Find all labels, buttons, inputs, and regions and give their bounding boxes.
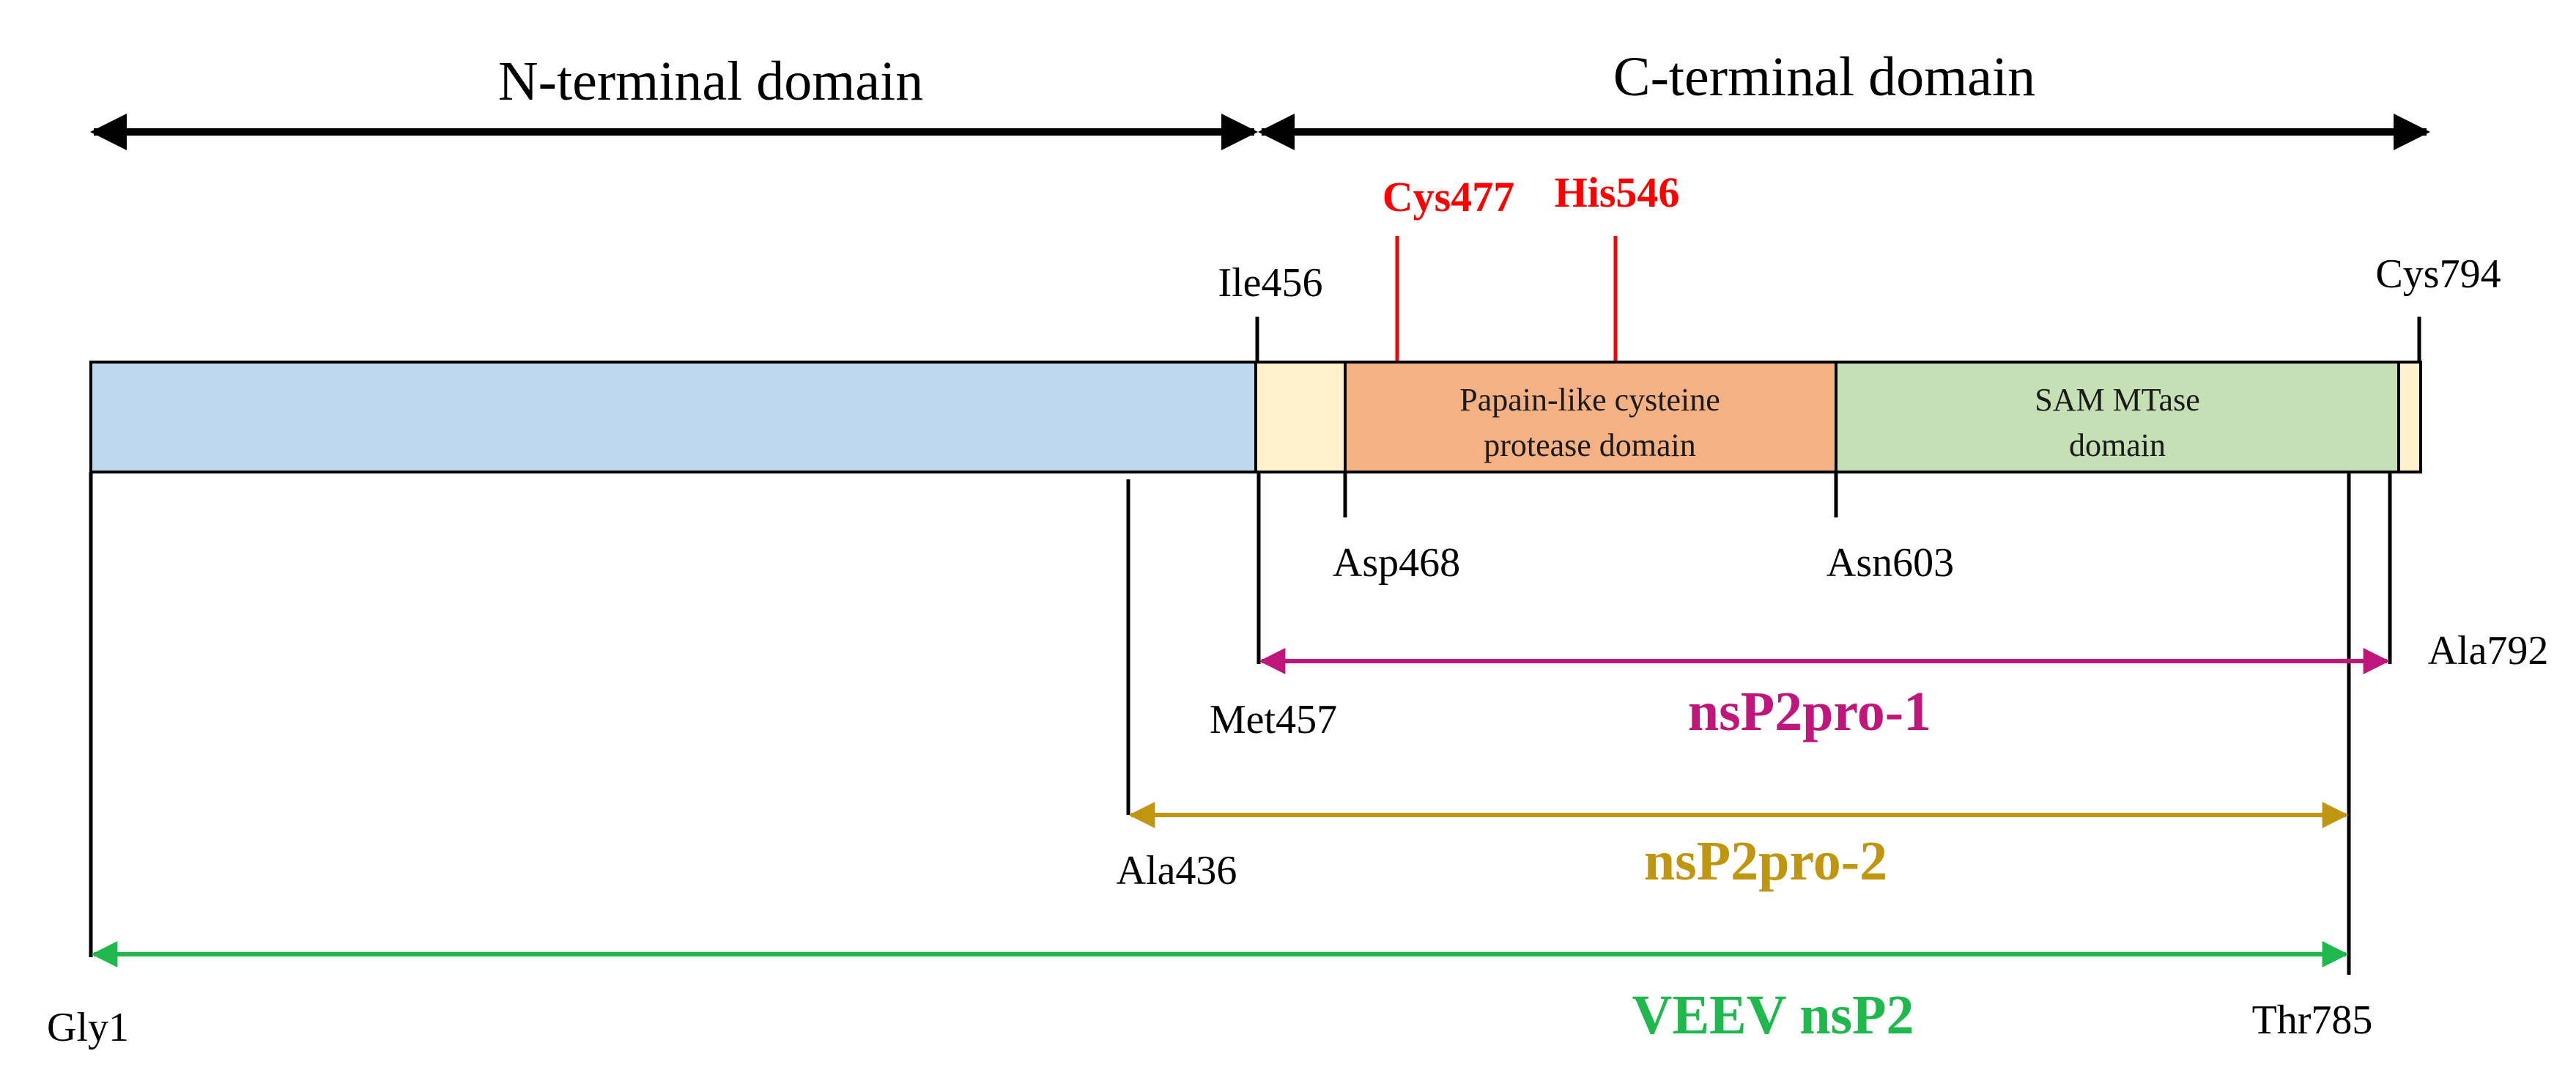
- veev-nsp2-label: VEEV nsP2: [1632, 984, 1914, 1046]
- c-terminal-label: C-terminal domain: [1613, 46, 2035, 108]
- sam-mtase-domain: [1835, 361, 2400, 473]
- nsp2pro-1-label: nsP2pro-1: [1688, 681, 1931, 742]
- ile456-label: Ile456: [1218, 260, 1322, 306]
- linker-block: [1254, 361, 1347, 473]
- sam-domain-label-1: SAM MTase: [2035, 382, 2199, 418]
- c-tail-block: [2397, 361, 2422, 473]
- papain-domain-label-2: protease domain: [1484, 427, 1696, 463]
- cys794-label: Cys794: [2375, 251, 2501, 297]
- asp468-label: Asp468: [1333, 540, 1460, 586]
- sam-domain-label-2: domain: [2069, 427, 2166, 463]
- papain-protease-domain: [1344, 361, 1837, 473]
- cys477-label: Cys477: [1383, 173, 1514, 221]
- met457-label: Met457: [1210, 697, 1337, 742]
- asn603-label: Asn603: [1826, 540, 1954, 586]
- his546-label: His546: [1555, 169, 1680, 216]
- nsp2pro-2-label: nsP2pro-2: [1644, 830, 1887, 892]
- gly1-label: Gly1: [47, 1005, 129, 1050]
- n-terminal-label: N-terminal domain: [498, 51, 923, 112]
- papain-domain-label-1: Papain-like cysteine: [1459, 382, 1720, 418]
- ala792-label: Ala792: [2428, 628, 2549, 674]
- n-terminal-block: [89, 361, 1257, 473]
- thr785-label: Thr785: [2252, 998, 2373, 1043]
- ala436-label: Ala436: [1117, 848, 1237, 893]
